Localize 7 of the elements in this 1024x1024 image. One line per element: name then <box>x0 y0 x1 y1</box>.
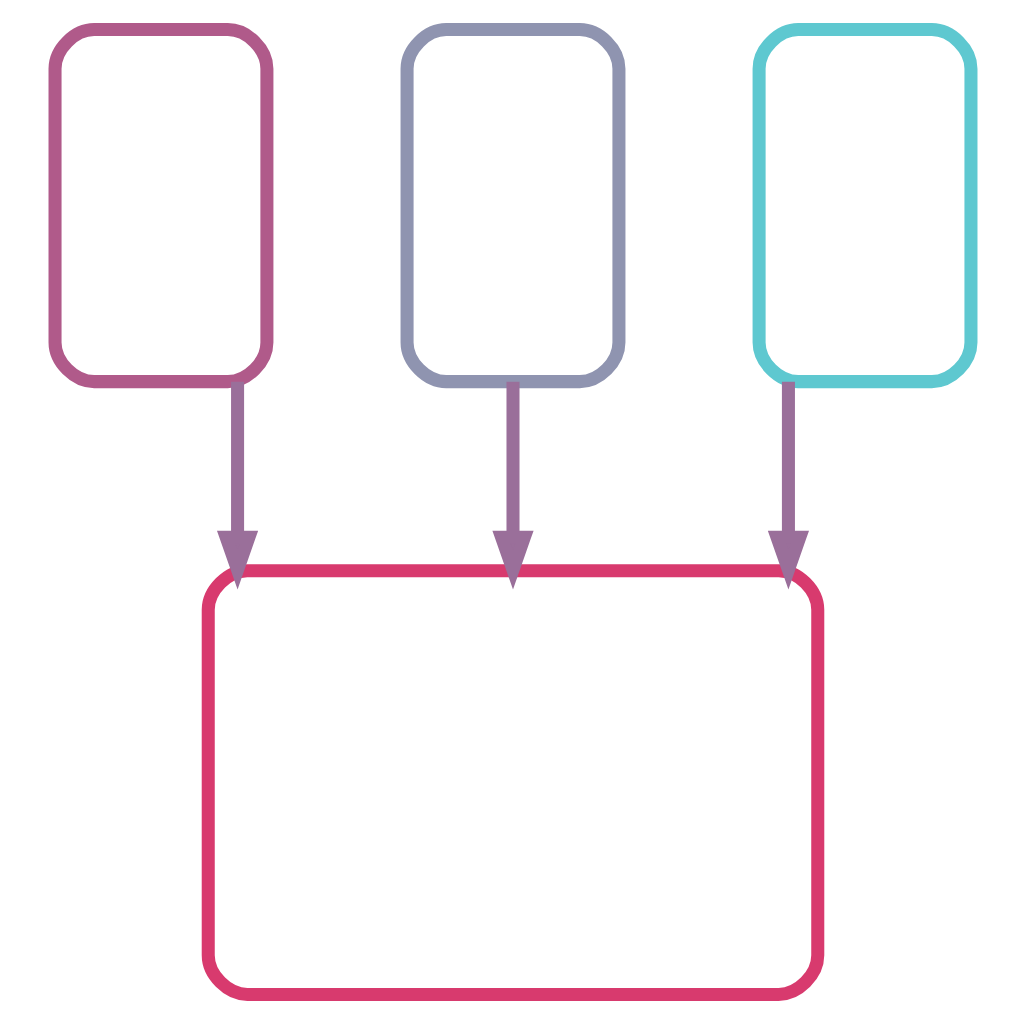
arrow <box>215 381 258 590</box>
node-box <box>751 23 977 389</box>
arrow <box>491 381 533 590</box>
node-box <box>399 23 625 389</box>
node-box <box>47 23 273 389</box>
arrow <box>766 381 809 590</box>
node-box <box>200 564 824 1001</box>
